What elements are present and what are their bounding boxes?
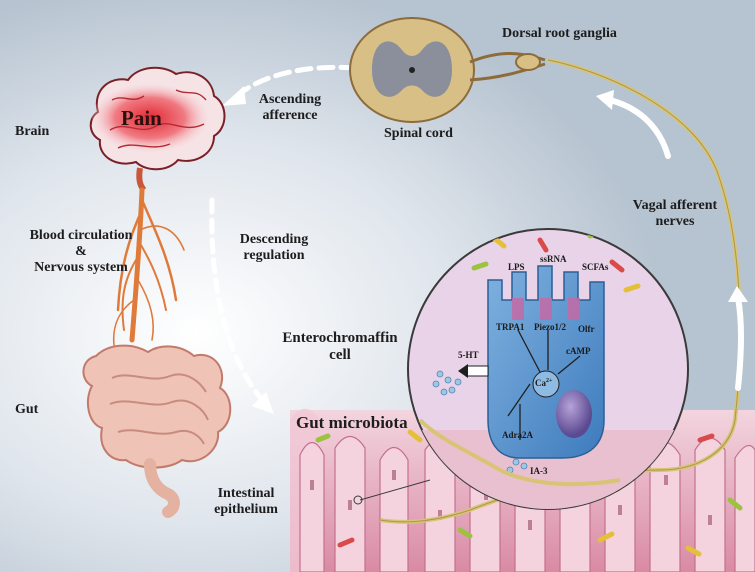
ia3-label: IA-3 <box>530 466 548 476</box>
pain-label: Pain <box>121 106 162 131</box>
intestinal-label: Intestinal <box>206 486 286 502</box>
ssrna-label: ssRNA <box>540 254 567 264</box>
ca-label: Ca2+ <box>535 378 552 388</box>
blood-circulation-label: Blood circulation <box>12 228 150 244</box>
vagal-up-arrow-2 <box>738 298 741 388</box>
ca-superscript: 2+ <box>546 378 552 384</box>
adra2a-label: Adra2A <box>502 430 533 440</box>
dorsal-root-ganglia-label: Dorsal root ganglia <box>502 26 617 42</box>
spinal-cord-label: Spinal cord <box>384 126 453 142</box>
epithelium-label: epithelium <box>206 502 286 518</box>
cell-label: cell <box>270 347 410 364</box>
vagal-afferent-label: Vagal afferent <box>616 198 734 214</box>
piezo-label: Piezo1/2 <box>534 322 566 332</box>
enterochromaffin-block: Enterochromaffin cell <box>270 330 410 365</box>
vagal-afferent-block: Vagal afferent nerves <box>616 198 734 230</box>
nerves-label: nerves <box>616 214 734 230</box>
ca-text: Ca <box>535 378 546 388</box>
ampersand-label: & <box>12 244 150 260</box>
afference-label: afference <box>250 108 330 124</box>
brain-label: Brain <box>15 124 49 140</box>
5ht-label: 5-HT <box>458 350 479 360</box>
trpa1-label: TRPA1 <box>496 322 524 332</box>
olfr-label: Olfr <box>578 324 595 334</box>
scfas-label: SCFAs <box>582 262 608 272</box>
lps-label: LPS <box>508 262 525 272</box>
ascending-label: Ascending <box>250 92 330 108</box>
enterochromaffin-label: Enterochromaffin <box>270 330 410 347</box>
descending-label: Descending <box>228 232 320 248</box>
camp-label: cAMP <box>566 346 591 356</box>
nervous-system-label: Nervous system <box>12 260 150 276</box>
intestinal-epithelium-block: Intestinal epithelium <box>206 486 286 518</box>
ascending-afference-block: Ascending afference <box>250 92 330 124</box>
gut-label: Gut <box>15 402 38 418</box>
blood-circulation-block: Blood circulation & Nervous system <box>12 228 150 276</box>
descending-regulation-block: Descending regulation <box>228 232 320 264</box>
gut-microbiota-label: Gut microbiota <box>296 413 408 433</box>
regulation-label: regulation <box>228 248 320 264</box>
